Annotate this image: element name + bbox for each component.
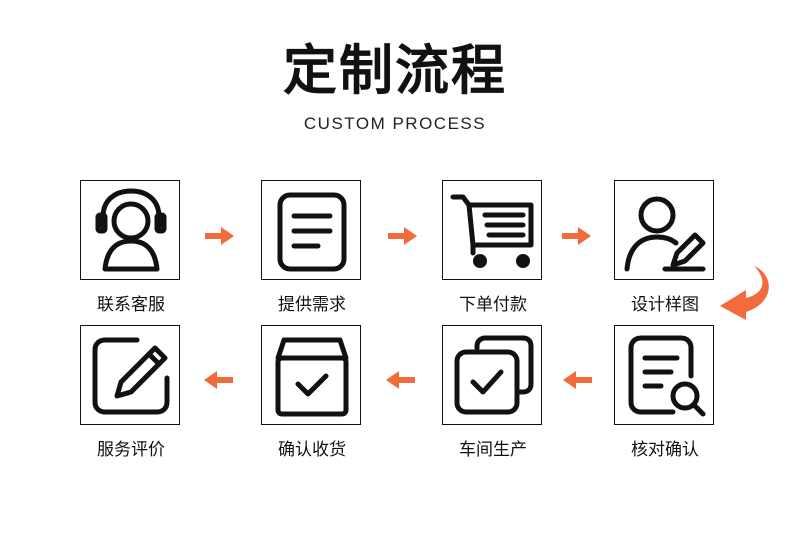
headset-person-icon [95, 188, 167, 272]
step-confirm-receipt: 确认收货 [261, 325, 363, 460]
step-label: 核对确认 [631, 440, 699, 460]
step-label: 提供需求 [278, 295, 346, 315]
step-order-payment: 下单付款 [442, 180, 544, 315]
step-workshop-production: 车间生产 [442, 325, 544, 460]
arrow-right-icon [388, 227, 417, 245]
step-icon-box [442, 325, 542, 425]
curved-arrow-icon [720, 266, 769, 320]
step-contact-service: 联系客服 [80, 180, 182, 315]
step-design-sample: 设计样图 [614, 180, 716, 315]
user-edit-icon [624, 196, 706, 272]
step-provide-requirements: 提供需求 [261, 180, 363, 315]
arrow-left-icon [386, 371, 415, 389]
step-icon-box [261, 325, 361, 425]
step-icon-box [614, 180, 714, 280]
step-service-evaluation: 服务评价 [80, 325, 182, 460]
arrow-left-icon [563, 371, 592, 389]
step-icon-box [442, 180, 542, 280]
shopping-cart-icon [450, 194, 534, 268]
step-label: 联系客服 [97, 295, 165, 315]
stacked-check-icon [454, 335, 534, 415]
page-title: 定制流程 [283, 39, 507, 102]
step-label: 确认收货 [278, 440, 346, 460]
step-icon-box [80, 325, 180, 425]
step-icon-box [261, 180, 361, 280]
step-check-confirm: 核对确认 [614, 325, 716, 460]
step-label: 服务评价 [97, 440, 165, 460]
document-lines-icon [277, 192, 347, 272]
arrow-left-icon [204, 371, 233, 389]
step-icon-box [80, 180, 180, 280]
document-search-icon [628, 335, 706, 417]
step-icon-box [614, 325, 714, 425]
arrow-right-icon [562, 227, 591, 245]
step-label: 下单付款 [459, 295, 527, 315]
step-label: 设计样图 [631, 295, 699, 315]
pencil-square-icon [92, 337, 170, 415]
page-subtitle: CUSTOM PROCESS [303, 114, 487, 133]
arrow-right-icon [205, 227, 234, 245]
step-label: 车间生产 [459, 440, 527, 460]
box-check-icon [275, 337, 349, 417]
